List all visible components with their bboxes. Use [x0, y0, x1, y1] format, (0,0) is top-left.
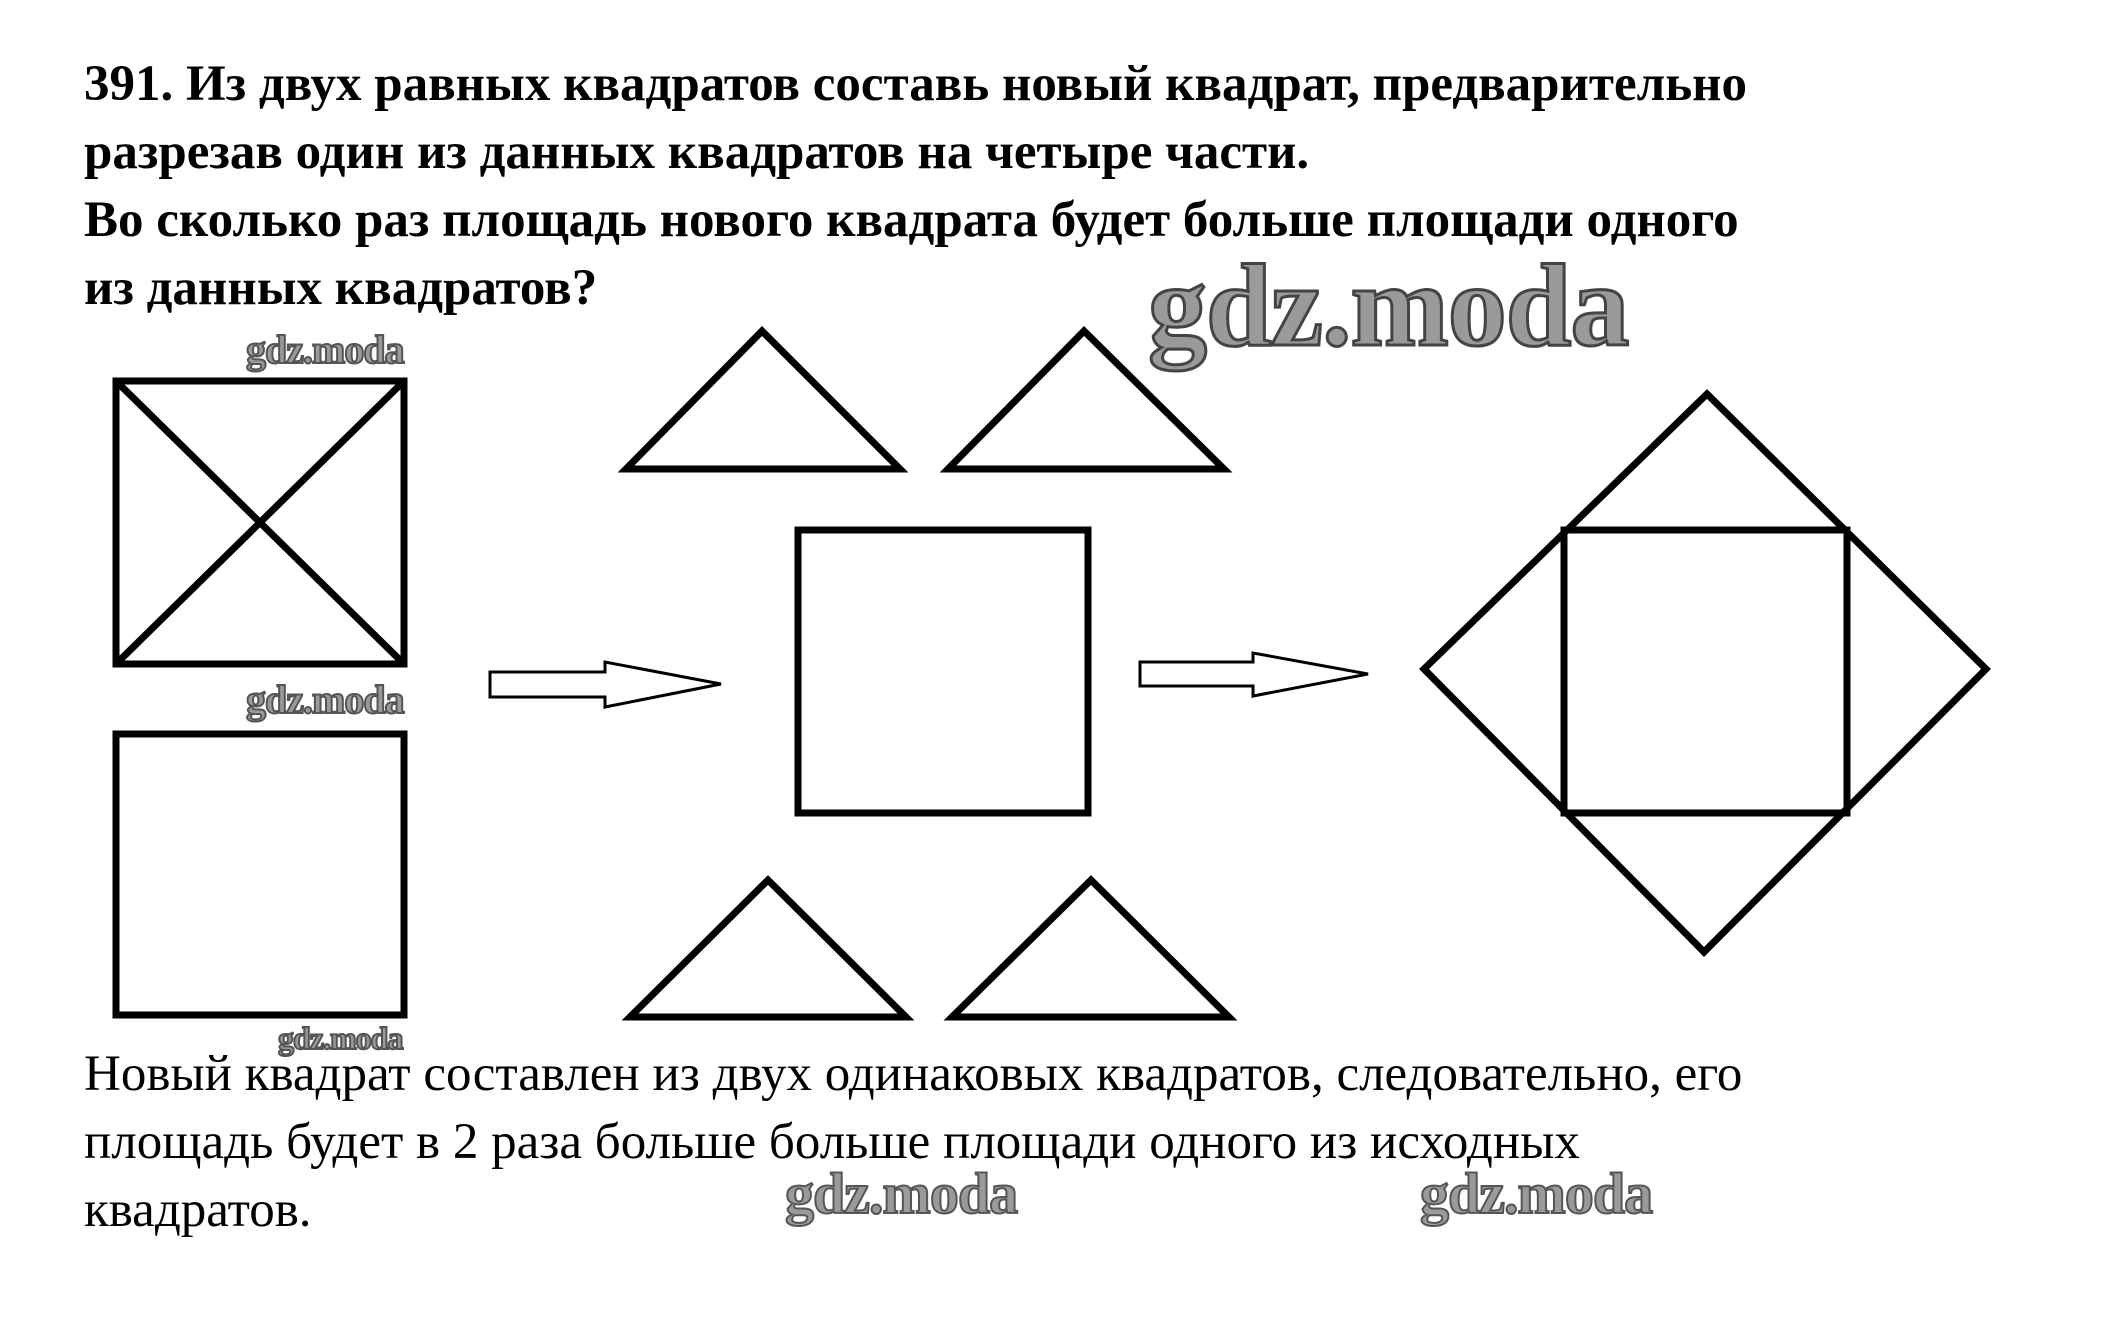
problem-line-3: Во сколько раз площадь нового квадрата б…	[84, 192, 1739, 248]
new-square-diamond	[1419, 389, 1991, 957]
watermark-large: gdz.moda	[1146, 239, 1630, 373]
triangle-bottom-left	[621, 875, 915, 1021]
answer-line-1: Новый квадрат составлен из двух одинаков…	[84, 1046, 1743, 1102]
watermark: gdz.moda	[784, 1160, 1019, 1227]
watermark: gdz.moda	[245, 326, 406, 373]
square-center	[794, 526, 1092, 817]
problem-line-4: из данных квадратов?	[84, 260, 598, 316]
arrow-right-1	[488, 660, 722, 709]
problem-line-2: разрезав один из данных квадратов на чет…	[84, 124, 1310, 180]
triangle-top-left	[617, 326, 909, 473]
square-whole	[112, 730, 408, 1019]
arrow-right-2	[1138, 651, 1369, 698]
watermark: gdz.moda	[277, 1019, 404, 1057]
answer-line-3: квадратов.	[84, 1182, 312, 1238]
watermark: gdz.moda	[1419, 1160, 1654, 1227]
triangle-bottom-right	[943, 875, 1238, 1021]
answer-line-2: площадь будет в 2 раза больше больше пло…	[84, 1114, 1580, 1170]
triangle-top-right	[939, 326, 1233, 473]
watermark: gdz.moda	[245, 676, 406, 723]
problem-line-1: 391. Из двух равных квадратов составь но…	[84, 56, 1748, 112]
square-cut-diagonals	[112, 377, 408, 668]
